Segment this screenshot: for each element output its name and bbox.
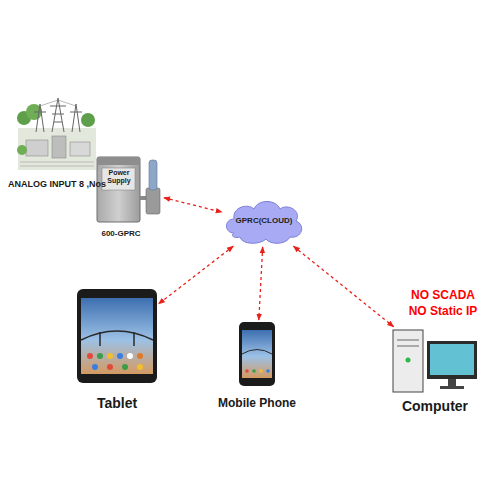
app-icon	[97, 353, 103, 359]
app-icon	[137, 353, 143, 359]
dashed-arrow	[159, 246, 234, 304]
device-enclosure	[97, 157, 140, 222]
node-heading: Computer	[385, 398, 485, 415]
building	[70, 142, 90, 156]
app-icon	[117, 353, 123, 359]
node-heading: Tablet	[67, 395, 167, 412]
gprs-device-node: Power Supply600-GPRC	[95, 155, 162, 223]
fence	[20, 162, 94, 166]
dashed-arrow	[294, 246, 394, 326]
app-icon	[107, 353, 113, 359]
antenna	[149, 160, 157, 190]
gprs-device-drawing	[97, 157, 160, 222]
monitor-frame	[427, 341, 477, 379]
phone-body	[239, 322, 275, 386]
drive-bay	[397, 340, 419, 346]
transmission-tower	[34, 104, 46, 132]
dashed-arrow	[164, 198, 222, 212]
monitor-stand	[440, 386, 464, 389]
app-icons	[87, 353, 143, 370]
computer-tower	[393, 330, 423, 392]
dashed-arrow	[259, 247, 263, 320]
building	[26, 140, 48, 156]
substation-node: ANALOG INPUT 8 ,Nos	[18, 95, 96, 170]
app-icon	[266, 369, 270, 373]
tablet-screen	[81, 298, 153, 374]
ground-area	[18, 128, 96, 170]
bridge-silhouette	[242, 350, 272, 355]
cloud-label: GPRC(CLOUD)	[224, 216, 304, 226]
tablet-drawing	[77, 289, 157, 383]
tree	[81, 113, 95, 127]
monitor-neck	[448, 379, 456, 386]
transmission-tower	[70, 104, 82, 132]
antenna-base	[146, 188, 160, 214]
bridge-silhouette	[81, 331, 153, 340]
substation-illustration	[17, 98, 96, 170]
monitor-screen	[430, 344, 474, 375]
app-icon	[107, 364, 113, 370]
app-icon	[122, 364, 128, 370]
app-icon	[137, 364, 143, 370]
transmission-tower	[50, 98, 66, 132]
computer-node: Computer	[392, 328, 478, 392]
power-light	[406, 358, 411, 363]
phone-screen	[242, 330, 272, 378]
app-icon	[92, 364, 98, 370]
transformer	[52, 136, 66, 158]
node-heading: 600-GPRC	[91, 229, 151, 239]
antenna-bracket	[140, 196, 146, 200]
device-label: Power Supply	[101, 169, 137, 186]
app-icon	[127, 353, 133, 359]
device-lid	[97, 157, 140, 165]
app-icon	[252, 369, 256, 373]
node-heading: Mobile Phone	[207, 396, 307, 410]
power-line	[40, 100, 76, 106]
computer-drawing	[393, 330, 477, 392]
app-icon	[259, 369, 263, 373]
tree	[17, 145, 27, 155]
phone-node: Mobile Phone	[239, 322, 275, 386]
warning-note: NO SCADA NO Static IP	[402, 287, 484, 319]
tablet-body	[77, 289, 157, 383]
tablet-node: Tablet	[77, 289, 157, 383]
app-icon	[245, 369, 249, 373]
app-icon	[87, 353, 93, 359]
cloud-node: GPRC(CLOUD)	[224, 200, 304, 245]
phone-drawing	[239, 322, 275, 386]
bridge-tower	[100, 332, 134, 346]
